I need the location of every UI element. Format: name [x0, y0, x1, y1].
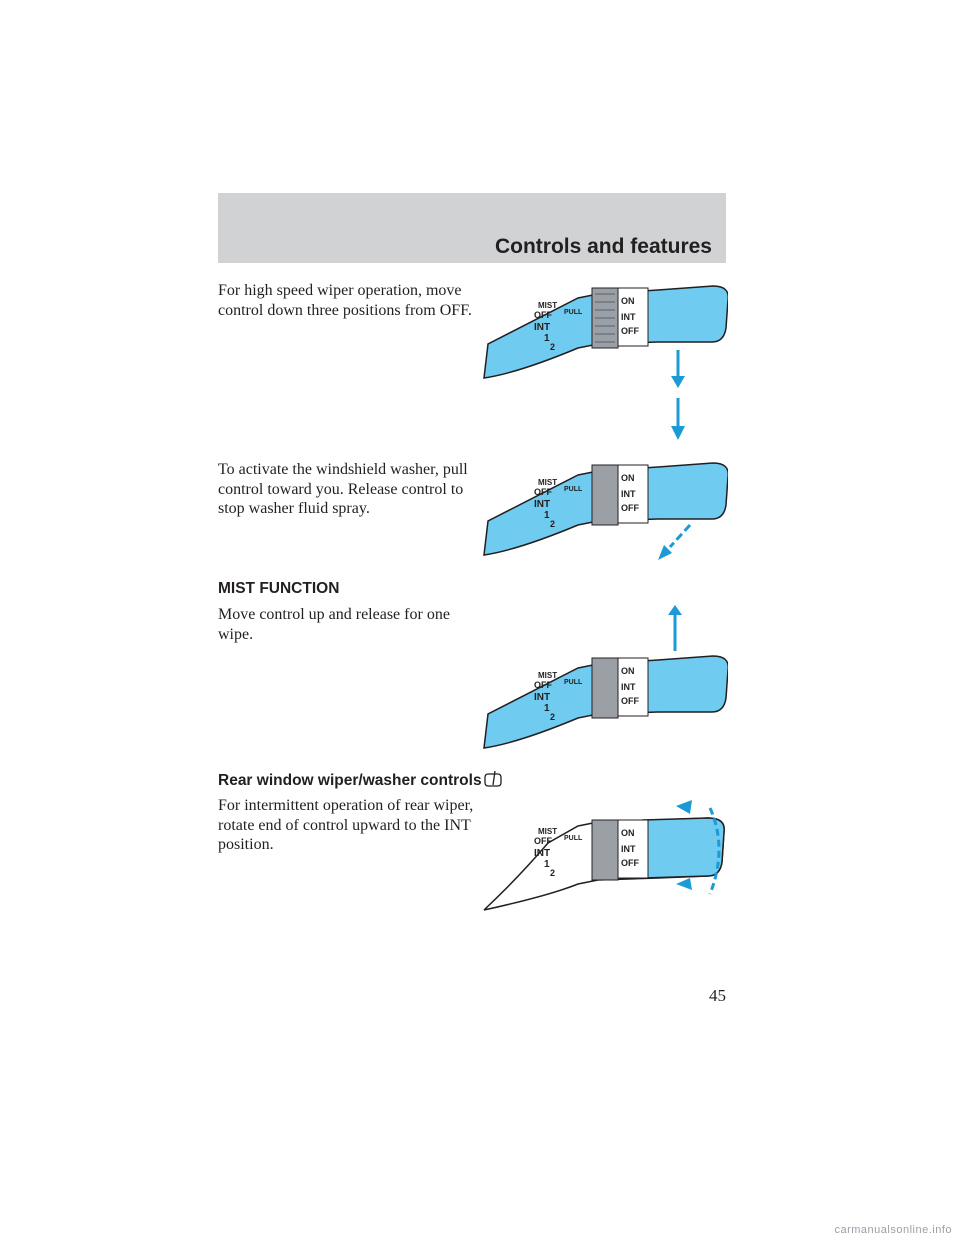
page-number: 45 — [709, 986, 726, 1005]
stalk-label-1: 1 — [544, 859, 550, 870]
rear-wiper-icon — [483, 770, 502, 793]
arrow-diagonal-icon — [658, 523, 692, 560]
section-title: Controls and features — [494, 235, 712, 258]
stalk-label-on: ON — [621, 828, 635, 838]
stalk-label-end-int: INT — [621, 844, 636, 854]
stalk-illustration-mist: MIST OFF INT 1 2 PULL ON INT OFF — [478, 603, 729, 758]
footer-watermark: carmanualsonline.info — [834, 1224, 952, 1236]
stalk-label-int: INT — [534, 848, 550, 859]
stalk-label-2: 2 — [550, 519, 555, 529]
stalk-label-2: 2 — [550, 342, 555, 352]
stalk-label-end-off: OFF — [621, 503, 639, 513]
stalk-label-off: OFF — [534, 680, 552, 690]
stalk-label-end-int: INT — [621, 682, 636, 692]
stalk-label-off: OFF — [534, 836, 552, 846]
stalk-illustration-high-speed: MIST OFF INT 1 2 PULL ON INT OFF — [478, 278, 729, 453]
paragraph-high-speed: For high speed wiper operation, move con… — [218, 282, 472, 319]
paragraph-mist: Move control up and release for one wipe… — [218, 606, 450, 643]
stalk-label-2: 2 — [550, 712, 555, 722]
stalk-label-end-off: OFF — [621, 696, 639, 706]
stalk-label-mist: MIST — [538, 478, 557, 487]
arrow-down-icon — [671, 350, 685, 440]
heading-rear-wiper-text: Rear window wiper/washer controls — [218, 772, 482, 789]
arrow-up-icon — [668, 605, 682, 651]
rotate-arrows-icon — [676, 800, 721, 895]
heading-mist-function: MIST FUNCTION — [218, 580, 340, 597]
stalk-label-pull: PULL — [564, 309, 583, 316]
stalk-label-off: OFF — [534, 487, 552, 497]
stalk-label-on: ON — [621, 666, 635, 676]
stalk-illustration-washer: MIST OFF INT 1 2 PULL ON INT OFF — [478, 455, 729, 570]
stalk-label-1: 1 — [544, 333, 550, 344]
paragraph-rear-wiper: For intermittent operation of rear wiper… — [218, 797, 474, 853]
stalk-label-int: INT — [534, 692, 550, 703]
stalk-label-2: 2 — [550, 868, 555, 878]
stalk-label-pull: PULL — [564, 679, 583, 686]
stalk-label-int: INT — [534, 499, 550, 510]
stalk-label-on: ON — [621, 296, 635, 306]
stalk-label-mist: MIST — [538, 671, 557, 680]
stalk-label-pull: PULL — [564, 835, 583, 842]
stalk-label-pull: PULL — [564, 486, 583, 493]
stalk-label-on: ON — [621, 473, 635, 483]
heading-rear-wiper: Rear window wiper/washer controls — [218, 770, 502, 793]
stalk-label-mist: MIST — [538, 301, 557, 310]
paragraph-washer: To activate the windshield washer, pull … — [218, 461, 468, 517]
stalk-label-int: INT — [534, 322, 550, 333]
stalk-illustration-rear-wiper: MIST OFF INT 1 2 PULL ON INT OFF — [478, 798, 728, 918]
stalk-label-1: 1 — [544, 703, 550, 714]
section-header-band: Controls and features — [218, 193, 726, 263]
stalk-label-end-int: INT — [621, 489, 636, 499]
stalk-label-end-off: OFF — [621, 326, 639, 336]
stalk-label-1: 1 — [544, 510, 550, 521]
stalk-label-off: OFF — [534, 310, 552, 320]
stalk-label-mist: MIST — [538, 827, 557, 836]
stalk-label-end-int: INT — [621, 312, 636, 322]
stalk-label-end-off: OFF — [621, 858, 639, 868]
